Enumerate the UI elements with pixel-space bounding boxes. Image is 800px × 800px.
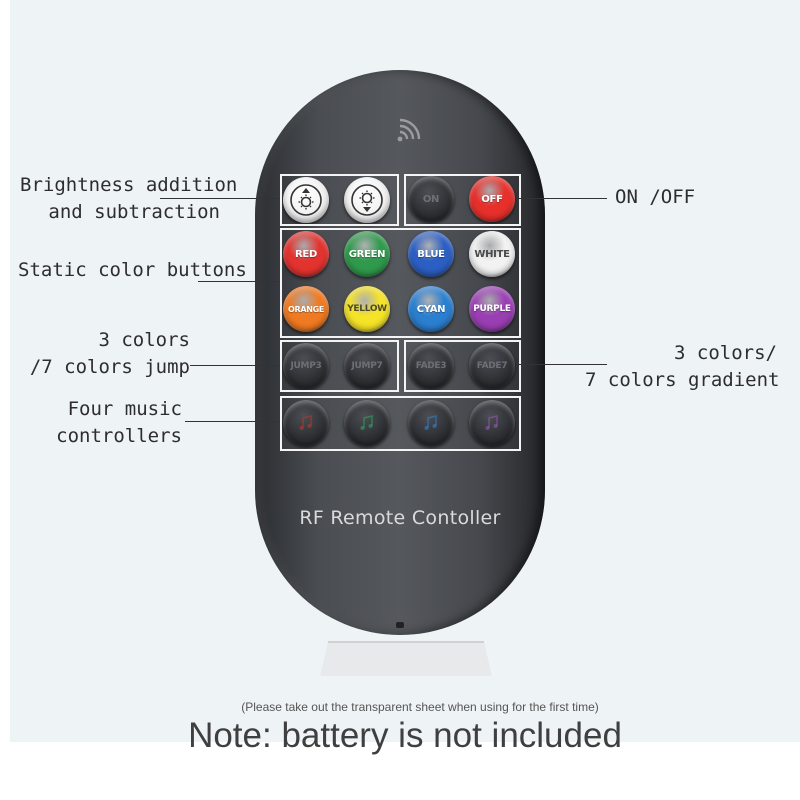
jump3-button[interactable]: JUMP3 <box>283 343 329 389</box>
blue-button[interactable]: BLUE <box>408 231 454 277</box>
fade3-button-label: FADE3 <box>415 361 447 371</box>
brightness-group-outline <box>280 174 399 226</box>
static-annotation: Static color buttons <box>18 259 247 281</box>
music-annotation: Four music controllers <box>10 396 182 450</box>
off-button-label: OFF <box>481 193 503 205</box>
brightness-callout-line <box>160 198 280 199</box>
on-button-label: ON <box>422 193 440 205</box>
music-note-icon <box>299 415 312 430</box>
purple-button[interactable]: PURPLE <box>469 286 515 332</box>
gradient-annotation-line1: 3 colors/ <box>674 342 777 364</box>
on-off-annotation: ON /OFF <box>615 186 696 208</box>
cyan-button[interactable]: CYAN <box>408 286 454 332</box>
jump-annotation-line2: /7 colors jump <box>29 356 190 378</box>
purple-button-label: PURPLE <box>473 304 511 314</box>
music-mode-2-button[interactable] <box>344 400 390 446</box>
green-button[interactable]: GREEN <box>344 231 390 277</box>
on-button[interactable]: ON <box>408 176 454 222</box>
remote-stand <box>320 641 492 676</box>
yellow-button-label: YELLOW <box>347 304 387 314</box>
brightness-up-button[interactable] <box>283 177 329 223</box>
music-annotation-line1: Four music <box>67 398 182 420</box>
fade7-button[interactable]: FADE7 <box>469 343 515 389</box>
orange-button[interactable]: ORANGE <box>283 286 329 332</box>
brightness-annotation-line2: and subtraction <box>48 201 220 223</box>
orange-button-label: ORANGE <box>287 304 325 314</box>
music-annotation-line2: controllers <box>56 425 182 447</box>
red-button-label: RED <box>295 248 317 260</box>
music-callout-line <box>185 421 280 422</box>
green-button-label: GREEN <box>348 248 386 260</box>
jump7-button[interactable]: JUMP7 <box>344 343 390 389</box>
clip-notch <box>396 622 404 628</box>
fade7-button-label: FADE7 <box>476 361 508 371</box>
wireless-signal-icon <box>397 118 421 142</box>
static-color-group-outline <box>280 228 521 338</box>
off-button[interactable]: OFF <box>469 176 515 222</box>
transparent-sheet-note: (Please take out the transparent sheet w… <box>241 700 599 714</box>
battery-note: Note: battery is not included <box>188 716 622 755</box>
music-note-icon <box>424 415 437 430</box>
jump7-button-label: JUMP7 <box>351 361 383 371</box>
white-button-label: WHITE <box>474 248 510 260</box>
music-mode-1-button[interactable] <box>283 400 329 446</box>
remote-title: RF Remote Contoller <box>299 507 501 529</box>
music-group-outline <box>280 396 521 451</box>
static-callout-line <box>198 281 280 282</box>
jump-annotation: 3 colors /7 colors jump <box>10 327 190 381</box>
jump-callout-line <box>190 365 280 366</box>
brightness-up-icon <box>290 184 322 216</box>
jump-annotation-line1: 3 colors <box>98 329 190 351</box>
on-off-callout-line <box>519 198 607 199</box>
music-mode-4-button[interactable] <box>469 400 515 446</box>
brightness-annotation-line1: Brightness addition <box>20 174 238 196</box>
gradient-callout-line <box>519 364 607 365</box>
fade3-button[interactable]: FADE3 <box>408 343 454 389</box>
brightness-down-icon <box>351 184 383 216</box>
music-note-icon <box>360 415 373 430</box>
gradient-annotation-line2: 7 colors gradient <box>585 369 780 391</box>
jump-group-outline <box>280 340 399 392</box>
jump3-button-label: JUMP3 <box>290 361 322 371</box>
white-button[interactable]: WHITE <box>469 231 515 277</box>
music-note-icon <box>485 415 498 430</box>
music-mode-3-button[interactable] <box>408 400 454 446</box>
fade-group-outline <box>404 340 521 392</box>
brightness-down-button[interactable] <box>344 177 390 223</box>
gradient-annotation: 3 colors/ 7 colors gradient <box>585 340 780 394</box>
power-group-outline <box>404 174 521 226</box>
cyan-button-label: CYAN <box>416 303 446 315</box>
brightness-annotation: Brightness addition and subtraction <box>20 172 238 226</box>
red-button[interactable]: RED <box>283 231 329 277</box>
blue-button-label: BLUE <box>417 248 445 260</box>
yellow-button[interactable]: YELLOW <box>344 286 390 332</box>
